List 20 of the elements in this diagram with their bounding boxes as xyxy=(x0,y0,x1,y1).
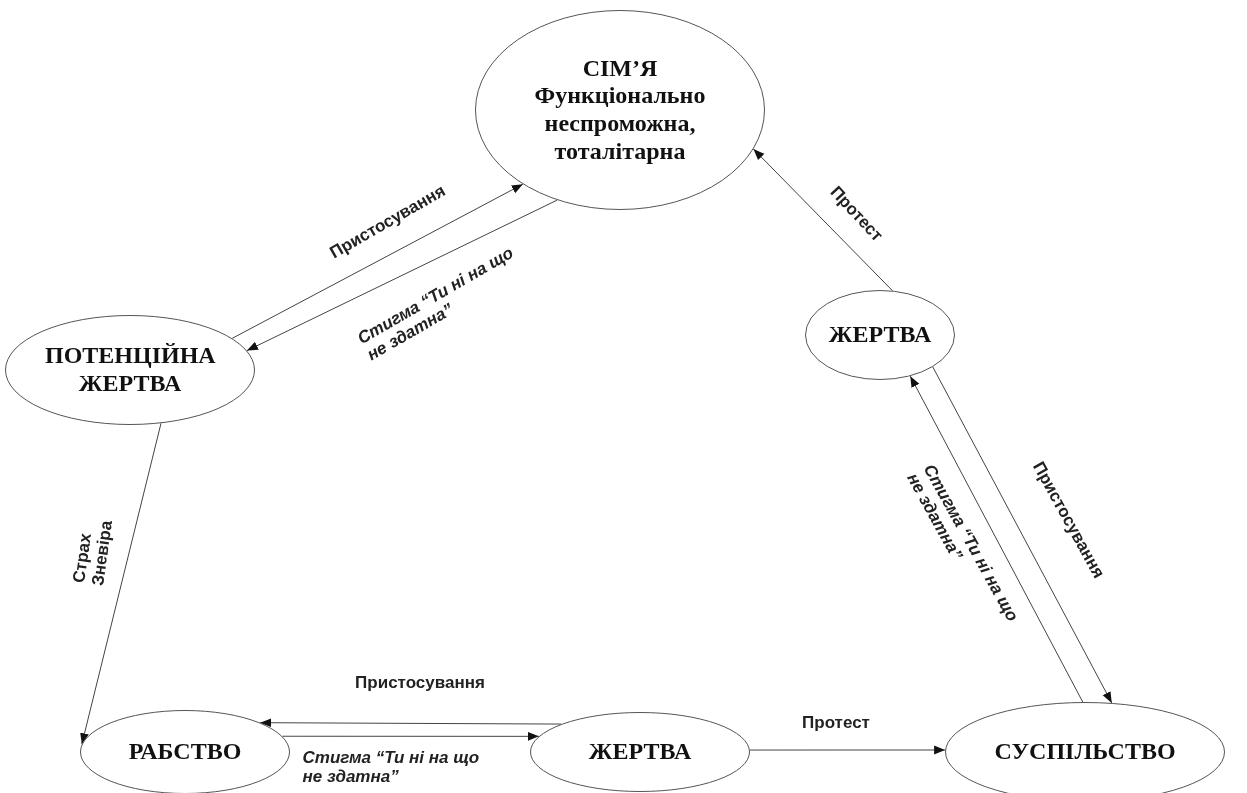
edge-label: Протест xyxy=(801,713,871,733)
edge-label: Страх Зневіра xyxy=(70,518,117,588)
arrow xyxy=(231,183,524,339)
node-title: ЖЕРТВА xyxy=(828,321,932,349)
node-text: Функціонально неспроможна, тоталітарна xyxy=(533,82,707,166)
arrow xyxy=(932,366,1113,704)
node-title: ПОТЕНЦІЙНА ЖЕРТВА xyxy=(45,342,215,398)
arrow xyxy=(80,422,162,745)
arrow xyxy=(749,745,946,755)
node-title: РАБСТВО xyxy=(128,738,242,766)
arrow xyxy=(259,718,562,728)
arrow xyxy=(281,731,540,741)
node-title: СІМ’Я xyxy=(582,54,658,83)
arrow xyxy=(246,199,558,352)
arrow xyxy=(909,375,1084,703)
node-title: ЖЕРТВА xyxy=(588,738,692,766)
node-title: СУСПІЛЬСТВО xyxy=(994,738,1176,766)
edge-label: Пристосування xyxy=(354,673,486,693)
edge-label: Стигма “Ти ні на що не здатна” xyxy=(302,749,481,787)
arrow xyxy=(752,148,893,292)
